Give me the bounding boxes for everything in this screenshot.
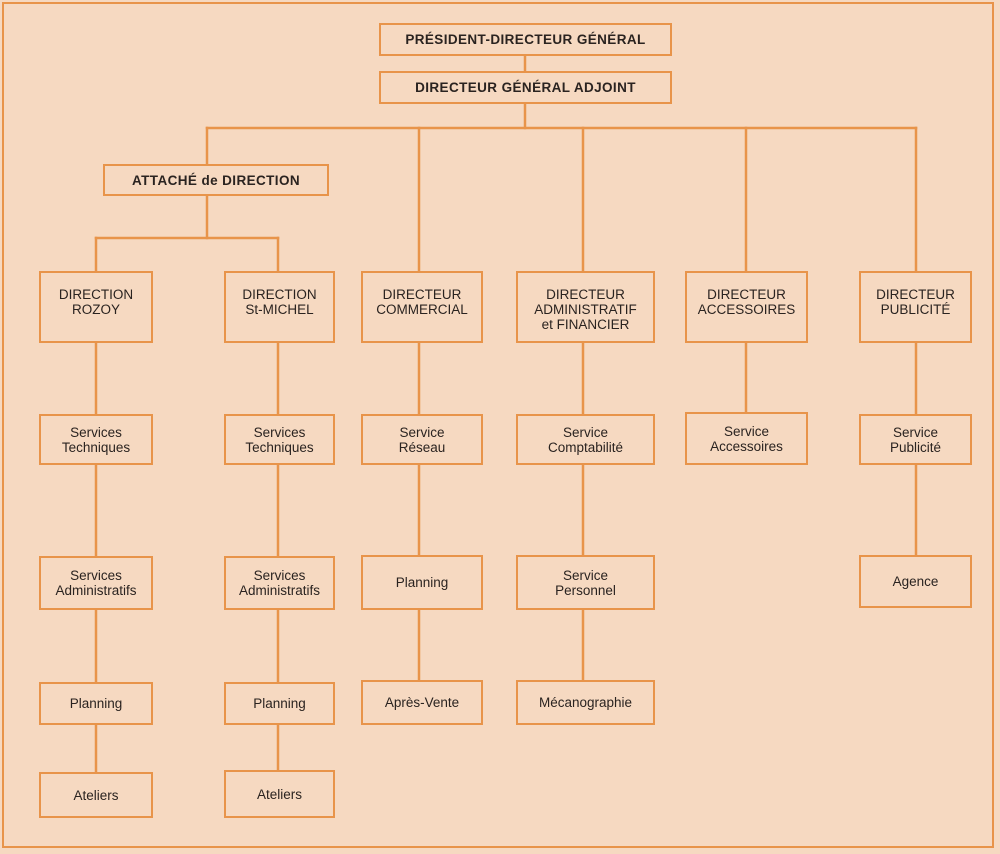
- box-st-michel-services-administratifs: Services Administratifs: [224, 556, 335, 610]
- box-rozoy-services-administratifs: Services Administratifs: [39, 556, 153, 610]
- unit-line: Réseau: [398, 439, 446, 455]
- box-attache-de-direction: ATTACHÉ de DIRECTION: [103, 164, 329, 196]
- box-st-michel-ateliers: Ateliers: [224, 770, 335, 818]
- unit-line: Ateliers: [73, 787, 119, 803]
- head-line: DIRECTEUR: [382, 287, 462, 302]
- box-directeur-accessoires: DIRECTEUR ACCESSOIRES: [685, 271, 808, 343]
- box-directeur-administratif-financier: DIRECTEUR ADMINISTRATIF et FINANCIER: [516, 271, 655, 343]
- unit-line: Administratifs: [55, 583, 137, 598]
- unit-line: Services: [253, 568, 306, 583]
- box-commercial-service-reseau: Service Réseau: [361, 414, 483, 465]
- unit-line: Planning: [253, 696, 306, 711]
- unit-line: Techniques: [245, 439, 314, 455]
- box-rozoy-planning: Planning: [39, 682, 153, 725]
- unit-line: Service: [892, 424, 938, 440]
- head-line: et FINANCIER: [541, 317, 630, 332]
- box-directeur-publicite: DIRECTEUR PUBLICITÉ: [859, 271, 972, 343]
- box-label: PRÉSIDENT-DIRECTEUR GÉNÉRAL: [405, 32, 646, 47]
- unit-line: Service: [723, 423, 769, 439]
- unit-line: Accessoires: [710, 438, 783, 454]
- head-line: DIRECTION: [242, 287, 317, 302]
- head-line: DIRECTEUR: [707, 287, 786, 302]
- unit-line: Service: [562, 567, 608, 583]
- box-admin-mecanographie: Mécanographie: [516, 680, 655, 725]
- unit-line: Publicité: [889, 439, 942, 455]
- box-label: DIRECTEUR GÉNÉRAL ADJOINT: [415, 80, 636, 95]
- box-directeur-general-adjoint: DIRECTEUR GÉNÉRAL ADJOINT: [379, 71, 672, 104]
- box-st-michel-services-techniques: Services Techniques: [224, 414, 335, 465]
- unit-line: Administratifs: [238, 583, 321, 598]
- box-president-directeur-general: PRÉSIDENT-DIRECTEUR GÉNÉRAL: [379, 23, 672, 56]
- head-line: St-MICHEL: [245, 302, 314, 317]
- box-directeur-commercial: DIRECTEUR COMMERCIAL: [361, 271, 483, 343]
- box-accessoires-service-accessoires: Service Accessoires: [685, 412, 808, 465]
- box-commercial-apres-vente: Après-Vente: [361, 680, 483, 725]
- unit-line: Comptabilité: [547, 439, 624, 455]
- head-line: COMMERCIAL: [376, 302, 468, 317]
- unit-line: Services: [253, 424, 306, 440]
- box-label: ATTACHÉ de DIRECTION: [132, 172, 300, 188]
- box-publicite-service-publicite: Service Publicité: [859, 414, 972, 465]
- box-commercial-planning: Planning: [361, 555, 483, 610]
- unit-line: Agence: [892, 574, 939, 589]
- box-rozoy-services-techniques: Services Techniques: [39, 414, 153, 465]
- box-st-michel-planning: Planning: [224, 682, 335, 725]
- head-line: ADMINISTRATIF: [534, 302, 637, 317]
- box-publicite-agence: Agence: [859, 555, 972, 608]
- box-direction-st-michel: DIRECTION St-MICHEL: [224, 271, 335, 343]
- unit-line: Planning: [69, 696, 123, 711]
- box-rozoy-ateliers: Ateliers: [39, 772, 153, 818]
- unit-line: Services: [70, 568, 122, 583]
- unit-line: Service: [562, 424, 608, 440]
- head-line: DIRECTION: [58, 287, 134, 302]
- box-admin-service-comptabilite: Service Comptabilité: [516, 414, 655, 465]
- unit-line: Ateliers: [256, 786, 302, 802]
- unit-line: Mécanographie: [538, 695, 633, 710]
- head-line: ACCESSOIRES: [697, 302, 796, 317]
- unit-line: Personnel: [555, 582, 616, 598]
- unit-line: Techniques: [61, 439, 131, 455]
- unit-line: Services: [70, 424, 122, 440]
- unit-line: Planning: [395, 575, 449, 590]
- head-line: ROZOY: [71, 302, 120, 317]
- head-line: PUBLICITÉ: [880, 302, 951, 317]
- head-line: DIRECTEUR: [546, 287, 625, 302]
- box-admin-service-personnel: Service Personnel: [516, 555, 655, 610]
- unit-line: Après-Vente: [384, 695, 460, 710]
- head-line: DIRECTEUR: [876, 287, 955, 302]
- box-direction-rozoy: DIRECTION ROZOY: [39, 271, 153, 343]
- unit-line: Service: [399, 424, 445, 440]
